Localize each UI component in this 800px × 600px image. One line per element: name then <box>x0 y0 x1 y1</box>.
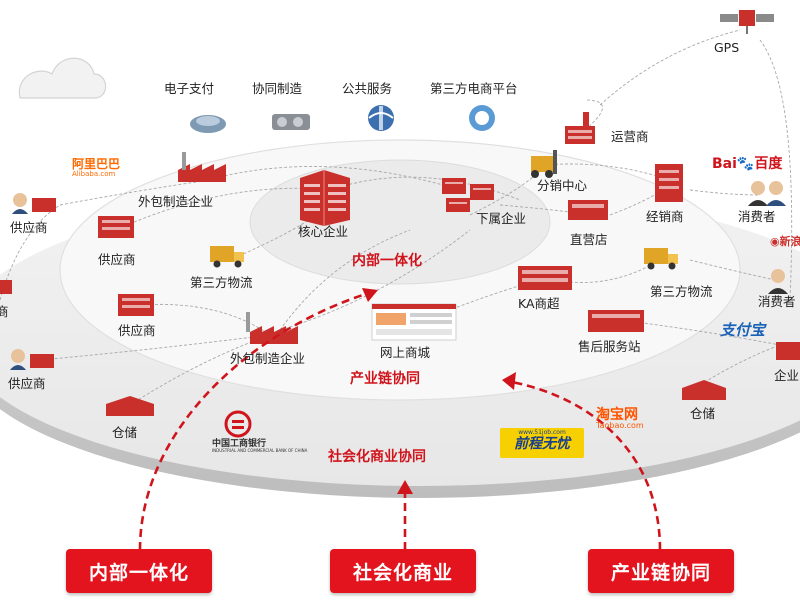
warehouse-left-icon <box>106 396 154 416</box>
after-sales-icon <box>588 310 644 332</box>
ecommerce-platform-icon <box>469 105 495 131</box>
label-gps: GPS <box>714 40 740 55</box>
supplier-icon <box>12 193 56 214</box>
public-service-icon <box>368 105 394 131</box>
label-dealer: 经销商 <box>646 209 684 224</box>
supplier-cut-icon <box>0 280 12 294</box>
btn-internal-integration[interactable]: 内部一体化 <box>66 549 212 593</box>
subsidiary-building-icon <box>442 178 494 212</box>
truck-left-icon <box>210 246 244 268</box>
label-warehouse-left: 仓储 <box>112 425 138 440</box>
cloud-icon <box>18 57 107 99</box>
supplier-building-icon <box>98 216 134 238</box>
label-collab-manufacturing: 协同制造 <box>252 81 303 96</box>
label-distribution: 分销中心 <box>537 178 588 193</box>
label-core: 核心企业 <box>298 224 349 239</box>
supermarket-icon <box>518 266 572 290</box>
ring-label-middle: 产业链协同 <box>350 371 420 387</box>
label-logistics-right: 第三方物流 <box>650 284 713 299</box>
truck-right-icon <box>644 248 678 270</box>
payment-icon <box>190 115 226 133</box>
factory-top-icon <box>178 152 226 182</box>
label-supplier-3: 供应商 <box>118 323 156 338</box>
core-building-icon <box>300 170 350 226</box>
label-warehouse-right: 仓储 <box>690 406 716 421</box>
arrow-industry <box>502 372 662 551</box>
label-supplier-2: 供应商 <box>98 252 136 267</box>
icbc-logo: 中国工商银行 INDUSTRIAL AND COMMERCIAL BANK OF… <box>212 439 308 453</box>
label-online-mall: 网上商城 <box>380 345 431 360</box>
consumer-icon <box>748 181 786 206</box>
label-enterprise-cut: 企业 <box>774 368 800 383</box>
label-outsource-top: 外包制造企业 <box>138 194 214 209</box>
taobao-logo: 淘宝网 Taobao.com <box>596 407 644 430</box>
arrow-social <box>397 480 413 550</box>
label-operator: 运营商 <box>611 129 649 144</box>
alipay-logo: 支付宝 <box>720 321 766 339</box>
satellite-icon <box>720 10 774 34</box>
manufacturing-icon <box>272 114 310 130</box>
label-logistics-left: 第三方物流 <box>190 275 253 290</box>
label-consumer-2: 消费者 <box>758 294 796 309</box>
label-supplier-1: 供应商 <box>10 220 48 235</box>
online-mall-screenshot <box>371 303 457 341</box>
direct-store-icon <box>568 200 608 220</box>
label-direct-store: 直营店 <box>570 232 608 247</box>
operator-building-icon <box>565 112 595 144</box>
baidu-logo: Bai🐾百度 <box>712 156 783 172</box>
label-consumer-1: 消费者 <box>738 209 776 224</box>
label-ka-supermarket: KA商超 <box>518 296 560 311</box>
label-outsource-bottom: 外包制造企业 <box>230 351 306 366</box>
alibaba-logo: 阿里巴巴 Alibaba.com <box>72 157 121 178</box>
warehouse-right-icon <box>682 380 726 400</box>
arrow-inner <box>138 288 378 551</box>
label-ecommerce-platform: 第三方电商平台 <box>430 81 518 96</box>
icbc-logo-mark <box>224 410 252 438</box>
consumer-right-icon <box>768 269 788 294</box>
label-e-payment: 电子支付 <box>164 81 215 96</box>
enterprise-cut-icon <box>776 342 800 360</box>
btn-social-business[interactable]: 社会化商业 <box>330 549 476 593</box>
ring-label-outer: 社会化商业协同 <box>328 449 426 465</box>
supplier-building-icon <box>118 294 154 316</box>
label-subsidiary: 下属企业 <box>476 211 527 226</box>
forklift-icon <box>531 150 557 178</box>
label-after-sales: 售后服务站 <box>578 339 641 354</box>
btn-industry-collaboration[interactable]: 产业链协同 <box>588 549 734 593</box>
label-supplier-4: 供应商 <box>8 376 46 391</box>
supplier-icon <box>10 349 54 370</box>
label-public-service: 公共服务 <box>342 81 393 96</box>
xinlang-logo: ◉新浪 <box>770 235 800 248</box>
ring-label-inner: 内部一体化 <box>352 253 422 269</box>
label-supplier-cut: 商 <box>0 304 9 319</box>
job51-logo: www.51job.com 前程无忧 <box>500 428 584 458</box>
dealer-building-icon <box>655 164 683 202</box>
